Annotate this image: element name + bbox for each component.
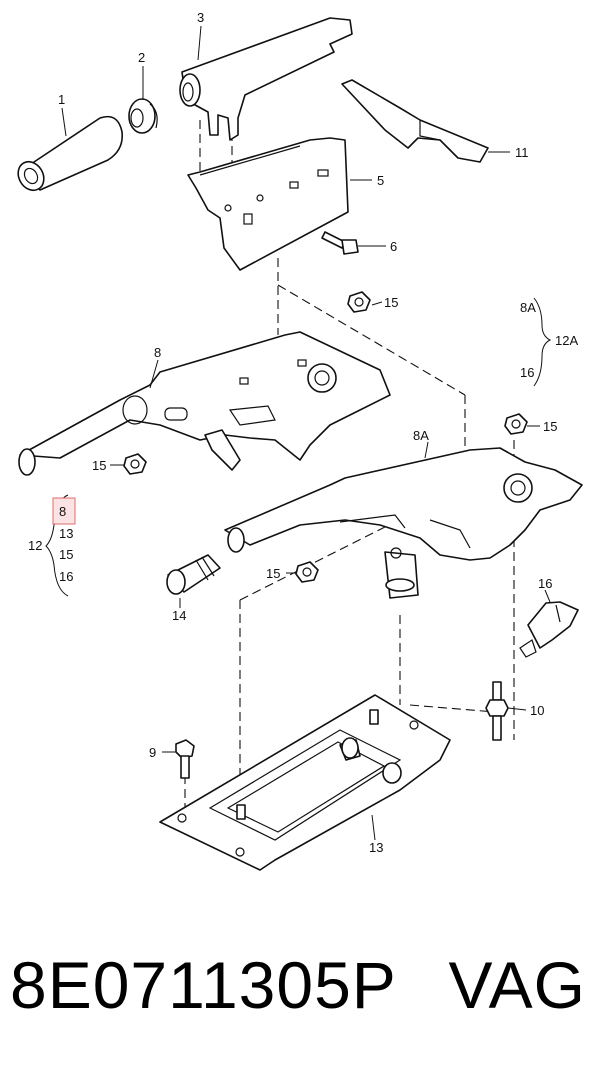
bolt-part-6 <box>321 231 359 255</box>
callout-8a-legend: 8A <box>520 300 536 315</box>
clip-part-2 <box>128 98 158 134</box>
callout-11: 11 <box>515 145 529 160</box>
callout-2: 2 <box>138 50 145 65</box>
callout-3: 3 <box>197 10 204 25</box>
stud-part-10 <box>485 681 509 741</box>
callout-13: 13 <box>369 840 383 855</box>
lever-cover-part-3 <box>179 17 353 141</box>
grip-part-1 <box>17 115 124 192</box>
part-number: 8E0711305P <box>10 948 397 1022</box>
caption: 8E0711305P VAG <box>0 930 600 1040</box>
callout-13-list: 13 <box>59 526 73 541</box>
base-plate-part-13 <box>159 694 451 871</box>
bracket-part-5 <box>187 137 349 271</box>
callout-16-list: 16 <box>59 569 73 584</box>
callout-12a: 12A <box>555 333 578 348</box>
lever-part-8 <box>18 331 391 476</box>
callout-12: 12 <box>28 538 42 553</box>
brand-name: VAG <box>448 948 586 1022</box>
callout-15-list: 15 <box>59 547 73 562</box>
trim-part-11 <box>341 79 489 163</box>
callout-9: 9 <box>149 745 156 760</box>
callout-1: 1 <box>58 92 65 107</box>
callout-16-legend: 16 <box>520 365 534 380</box>
callout-15-right: 15 <box>543 419 557 434</box>
callout-14: 14 <box>172 608 186 623</box>
callout-5: 5 <box>377 173 384 188</box>
callout-10: 10 <box>530 703 544 718</box>
callout-15-top: 15 <box>384 295 398 310</box>
callout-6: 6 <box>390 239 397 254</box>
bolt-part-9 <box>175 739 195 779</box>
callout-8: 8 <box>154 345 161 360</box>
nut-part-15 <box>123 291 528 583</box>
highlight-box <box>52 497 76 525</box>
callout-16: 16 <box>538 576 552 591</box>
callout-8-list: 8 <box>59 504 66 519</box>
callout-labels: 1 2 3 11 5 6 15 8A 12A 16 8 8A 15 15 8 1… <box>28 10 578 855</box>
parking-brake-exploded-diagram: 1 2 3 11 5 6 15 8A 12A 16 8 8A 15 15 8 1… <box>17 10 583 871</box>
lever-part-8a <box>224 447 583 599</box>
callout-8a: 8A <box>413 428 429 443</box>
sleeve-part-14 <box>166 554 221 595</box>
callout-15-mid: 15 <box>266 566 280 581</box>
callout-15-left: 15 <box>92 458 106 473</box>
switch-part-16 <box>519 601 579 658</box>
